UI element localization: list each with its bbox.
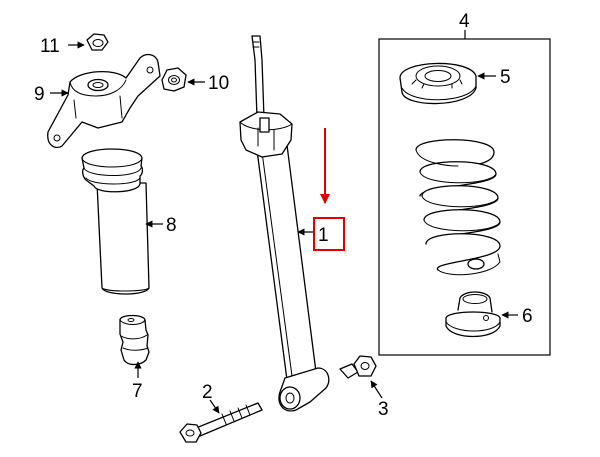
- callout-9: 9: [34, 84, 45, 105]
- coil-spring: [415, 139, 501, 276]
- leader-2: [209, 399, 220, 414]
- callout-11: 11: [40, 36, 60, 57]
- nut-part-10: [161, 67, 187, 92]
- bolt-part-2: [179, 402, 263, 443]
- upper-spring-seat-part-5: [399, 62, 477, 105]
- highlight-box: [313, 217, 345, 251]
- callout-2: 2: [202, 382, 213, 403]
- dust-boot-part-8: [81, 148, 150, 295]
- callout-labels: 1 2 3 4 5 6 7 8 9 10 11: [34, 11, 533, 420]
- upper-mount-part-9: [47, 53, 161, 149]
- nut-part-11: [86, 33, 109, 51]
- leader-3: [370, 380, 383, 399]
- lower-spring-seat-part-6: [445, 291, 501, 338]
- callout-6: 6: [522, 306, 533, 327]
- callout-5: 5: [500, 67, 511, 88]
- callout-8: 8: [166, 215, 177, 236]
- callout-1: 1: [318, 225, 329, 246]
- callout-4: 4: [459, 11, 470, 32]
- callout-10: 10: [208, 73, 229, 94]
- nut-part-3: [339, 355, 377, 379]
- bump-stop-part-7: [119, 314, 150, 366]
- shock-absorber-part-1: [239, 35, 330, 412]
- callout-3: 3: [378, 399, 389, 420]
- callout-7: 7: [132, 381, 143, 402]
- leader-lines: [50, 30, 518, 414]
